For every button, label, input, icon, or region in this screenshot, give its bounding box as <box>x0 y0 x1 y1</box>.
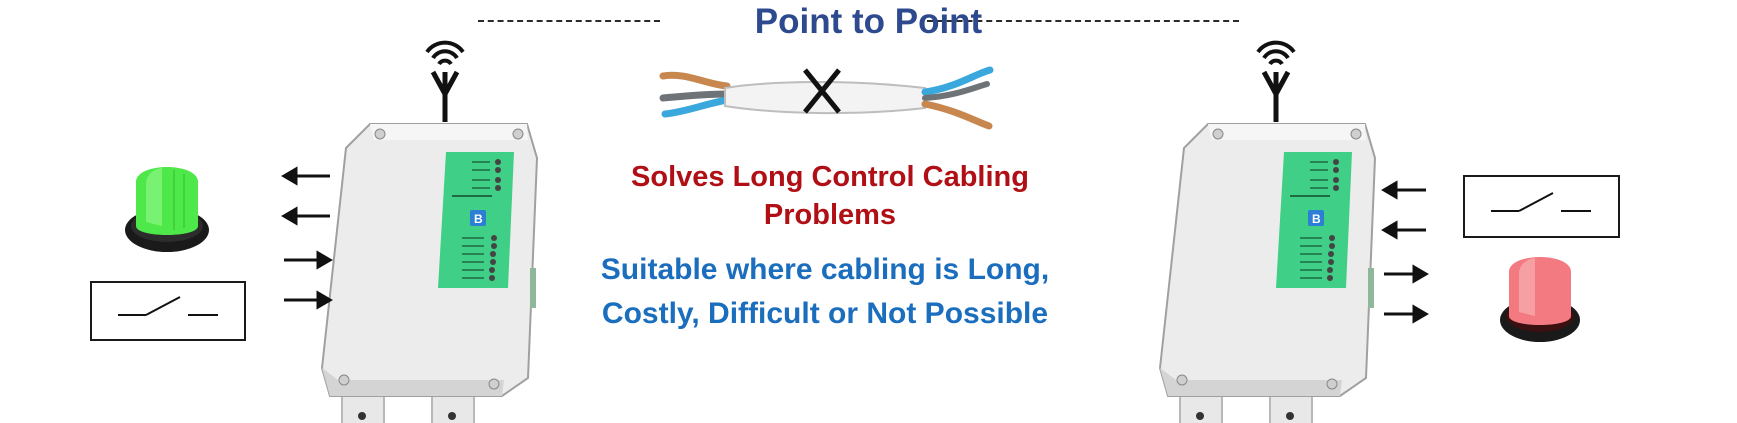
right-arrow-in-1 <box>1384 264 1429 284</box>
headline-text: Solves Long Control Cabling Problems <box>545 158 1115 234</box>
left-antenna-icon <box>425 40 465 122</box>
right-arrow-in-2 <box>1384 304 1429 324</box>
red-beacon-icon <box>1500 257 1580 342</box>
headline-line-1: Solves Long Control Cabling <box>631 161 1029 193</box>
right-io-device: B <box>1158 123 1377 423</box>
left-arrow-out-2 <box>281 206 330 226</box>
left-switch-box <box>90 281 246 341</box>
svg-text:B: B <box>1312 212 1321 226</box>
right-arrow-out-2 <box>1381 220 1426 240</box>
left-label-panel: B <box>438 152 514 288</box>
left-switch-icon <box>118 296 218 316</box>
right-switch-box <box>1463 175 1620 238</box>
left-arrow-in-1 <box>284 250 333 270</box>
right-switch-icon <box>1491 192 1591 212</box>
dashed-link-left <box>478 20 660 22</box>
dashed-link-right <box>927 20 1239 22</box>
right-arrows <box>1381 180 1429 324</box>
subheadline-line-1: Suitable where cabling is Long, <box>600 253 1050 286</box>
left-arrows <box>281 166 333 310</box>
right-label-panel: B <box>1276 152 1352 288</box>
right-antenna-icon <box>1256 40 1296 122</box>
right-arrow-out-1 <box>1381 180 1426 200</box>
headline-line-2: Problems <box>763 199 897 231</box>
subheadline-text: Suitable where cabling is Long, Costly, … <box>545 248 1105 336</box>
cable-cut-icon <box>659 66 994 130</box>
left-arrow-out-1 <box>281 166 330 186</box>
left-arrow-in-2 <box>284 290 333 310</box>
left-io-device: B <box>320 123 539 423</box>
subheadline-line-2: Costly, Difficult or Not Possible <box>601 297 1049 330</box>
green-beacon-icon <box>125 167 209 252</box>
svg-text:B: B <box>474 212 483 226</box>
diagram-title: Point to Point <box>754 2 983 41</box>
